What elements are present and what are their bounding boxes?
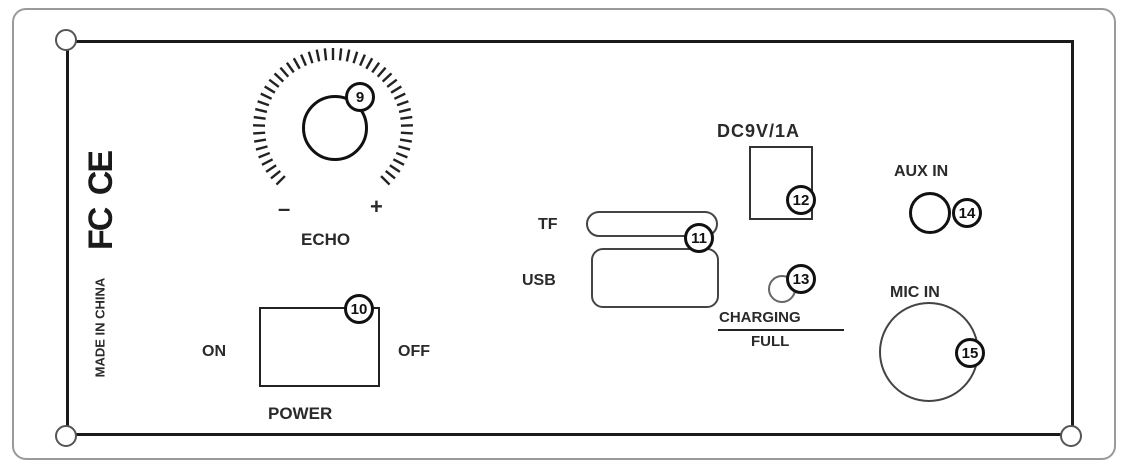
dial-tick [307, 51, 314, 64]
dial-tick [292, 57, 301, 70]
callout-13: 13 [786, 264, 816, 294]
dial-tick [390, 85, 402, 94]
callout-14: 14 [952, 198, 982, 228]
dial-tick [398, 145, 411, 151]
dial-tick [371, 61, 381, 74]
dial-tick [396, 100, 409, 107]
dial-tick [273, 72, 285, 83]
callout-9: 9 [345, 82, 375, 112]
dial-tick [392, 158, 405, 166]
dc-input-label: DC9V/1A [717, 121, 801, 141]
dial-tick [399, 138, 413, 143]
dial-tick [376, 66, 387, 78]
screw-bottom-right [1060, 425, 1082, 447]
dial-tick [365, 57, 374, 70]
dial-tick [264, 85, 276, 94]
charging-label: CHARGING [719, 309, 801, 326]
mic-in-label: MIC IN [890, 284, 940, 301]
dial-tick [400, 115, 413, 120]
dial-tick [393, 92, 406, 100]
dial-tick [270, 169, 282, 180]
dial-tick [254, 107, 268, 114]
dial-tick [268, 78, 280, 88]
dial-tick [395, 151, 408, 159]
dial-tick [255, 145, 268, 151]
dial-tick [253, 115, 266, 120]
power-off-label: OFF [398, 343, 430, 360]
full-label: FULL [751, 333, 790, 350]
aux-in-label: AUX IN [894, 163, 949, 180]
screw-bottom-left [55, 425, 77, 447]
dial-tick [345, 49, 351, 62]
echo-label: ECHO [301, 230, 351, 249]
device-back-panel-outline [12, 8, 1116, 460]
echo-plus-label: + [370, 194, 383, 219]
dial-tick [261, 158, 274, 166]
dial-tick [258, 151, 271, 159]
dial-tick [253, 131, 266, 135]
dial-tick [257, 100, 270, 107]
dial-tick [386, 78, 398, 88]
dial-tick [265, 164, 277, 173]
dial-tick [352, 51, 359, 64]
device-back-panel [66, 40, 1074, 436]
callout-11: 11 [684, 223, 714, 253]
dial-tick [285, 61, 295, 74]
usb-port[interactable] [591, 248, 719, 308]
dial-tick [389, 164, 401, 173]
dial-tick [381, 72, 393, 83]
callout-10: 10 [344, 294, 374, 324]
dial-tick [338, 48, 343, 61]
power-label: POWER [268, 404, 333, 423]
screw-top-left [55, 29, 77, 51]
dial-tick [384, 169, 396, 180]
usb-label: USB [522, 272, 556, 289]
callout-12: 12 [786, 185, 816, 215]
dial-tick [275, 175, 286, 186]
dial-tick [253, 138, 267, 143]
dial-tick [358, 54, 366, 67]
dial-tick [260, 92, 273, 100]
tf-label: TF [538, 216, 558, 233]
dial-tick [323, 48, 328, 61]
dial-tick [400, 131, 413, 135]
callout-15: 15 [955, 338, 985, 368]
power-on-label: ON [202, 343, 226, 360]
dial-tick [279, 66, 290, 78]
dial-tick [315, 49, 321, 62]
aux-in-jack[interactable] [909, 192, 951, 234]
echo-minus-label: – [278, 196, 291, 221]
charging-divider [718, 329, 844, 331]
dial-tick [300, 54, 308, 67]
dial-tick [380, 175, 391, 186]
dial-tick [398, 107, 412, 114]
